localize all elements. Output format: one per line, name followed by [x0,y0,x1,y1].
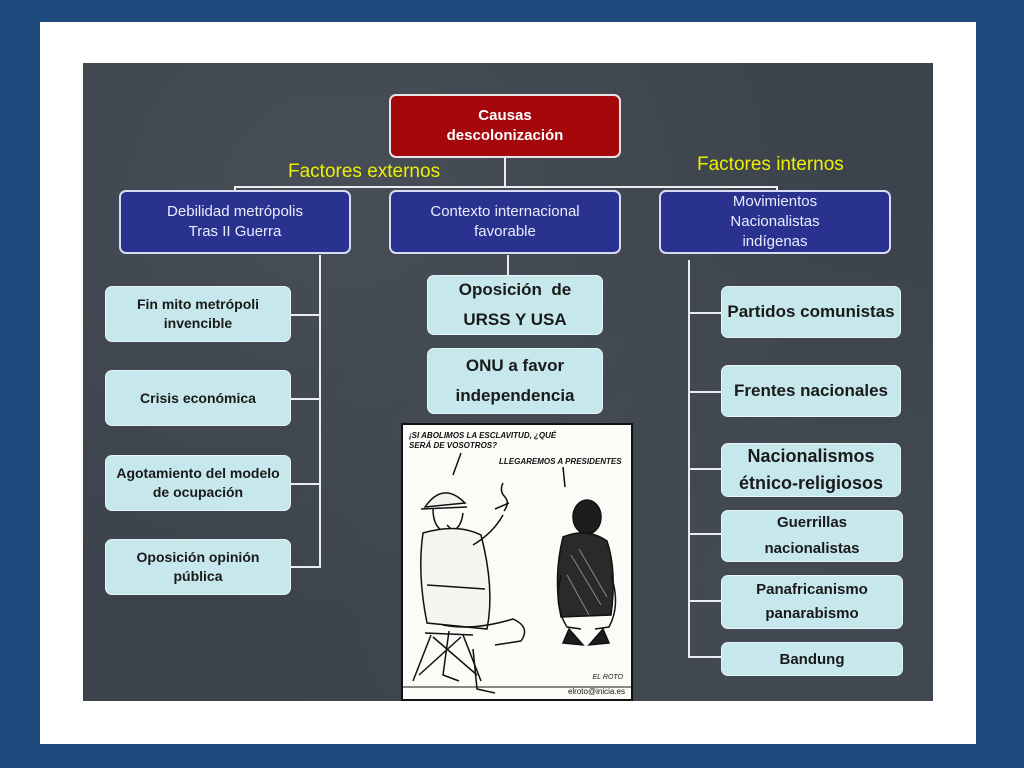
diagram-board: Causas descolonización Factores externos… [83,63,933,701]
category-line3: indígenas [742,233,808,250]
leaf-line1: Guerrillas [776,514,848,531]
category-contexto: Contexto internacional favorable [389,190,621,254]
leaf-line1: Fin mito metrópoli [136,296,260,312]
root-node: Causas descolonización [389,94,621,158]
category-line1: Movimientos [732,193,818,210]
category-line2: Tras II Guerra [188,223,282,240]
category-movimientos: Movimientos Nacionalistas indígenas [659,190,891,254]
leaf-line2: étnico-religiosos [738,473,884,493]
left-item-crisis: Crisis económica [105,370,291,426]
leaf-line1: Frentes nacionales [733,381,888,400]
leaf-line2: invencible [163,315,233,331]
category-debilidad: Debilidad metrópolis Tras II Guerra [119,190,351,254]
cartoon-signature: EL ROTO [592,674,623,681]
leaf-line1: ONU a favor [465,356,565,375]
right-tick-5 [688,600,721,602]
left-spine [319,255,321,568]
category-line2: favorable [474,223,536,240]
right-item-partidos-comunistas: Partidos comunistas [721,286,901,338]
center-item-oposicion-urss-usa: Oposición de URSS Y USA [427,275,603,335]
top-branch-line [234,186,777,188]
leaf-line1: Bandung [779,650,845,668]
right-tick-3 [688,468,721,470]
left-drop [234,186,236,191]
cartoon-caption-reply: LLEGAREMOS A PRESIDENTES [499,457,622,466]
left-tick-3 [291,483,321,485]
center-item-onu: ONU a favor independencia [427,348,603,414]
category-line1: Debilidad metrópolis [167,203,303,220]
internal-factors-label: Factores internos [697,154,844,175]
leaf-line1: Oposición de [458,280,572,299]
right-tick-1 [688,312,721,314]
leaf-line2: panarabismo [765,605,859,622]
cartoon-caption-top: ¡SI ABOLIMOS LA ESCLAVITUD, ¿QUÉ SERÁ DE… [409,431,557,450]
right-item-bandung: Bandung [721,642,903,676]
right-spine [688,260,690,658]
leaf-line1: Oposición opinión [136,549,260,565]
right-tick-2 [688,391,721,393]
left-item-oposicion-opinion: Oposición opinión pública [105,539,291,595]
root-line2: descolonización [446,127,564,144]
cartoon-email: elroto@inicia.es [567,687,625,696]
left-item-agotamiento: Agotamiento del modelo de ocupación [105,455,291,511]
leaf-line1: Crisis económica [140,389,256,406]
leaf-line1: Partidos comunistas [727,302,895,321]
left-item-fin-mito: Fin mito metrópoli invencible [105,286,291,342]
root-stem [504,157,506,187]
root-line1: Causas [478,107,532,124]
right-tick-4 [688,533,721,535]
right-item-panafricanismo: Panafricanismo panarabismo [721,575,903,629]
leaf-line1: Nacionalismos [747,446,875,466]
right-drop [776,186,778,191]
left-tick-1 [291,314,321,316]
leaf-line2: URSS Y USA [463,310,567,329]
leaf-line2: independencia [455,386,575,405]
leaf-line1: Panafricanismo [756,581,868,598]
category-line1: Contexto internacional [430,203,580,220]
right-item-guerrillas: Guerrillas nacionalistas [721,510,903,562]
external-factors-label: Factores externos [288,161,441,182]
cartoon-image: ¡SI ABOLIMOS LA ESCLAVITUD, ¿QUÉ SERÁ DE… [401,423,633,701]
left-tick-2 [291,398,321,400]
cartoon-drawing [403,452,631,694]
category-line2: Nacionalistas [730,213,820,230]
leaf-line2: nacionalistas [764,540,860,557]
left-tick-4 [291,566,321,568]
leaf-line1: Agotamiento del modelo [116,465,280,481]
right-tick-6 [688,656,721,658]
leaf-line2: pública [173,568,223,584]
leaf-line2: de ocupación [152,484,244,500]
right-item-frentes-nacionales: Frentes nacionales [721,365,901,417]
center-stem [507,255,509,275]
right-item-nacionalismos: Nacionalismos étnico-religiosos [721,443,901,497]
